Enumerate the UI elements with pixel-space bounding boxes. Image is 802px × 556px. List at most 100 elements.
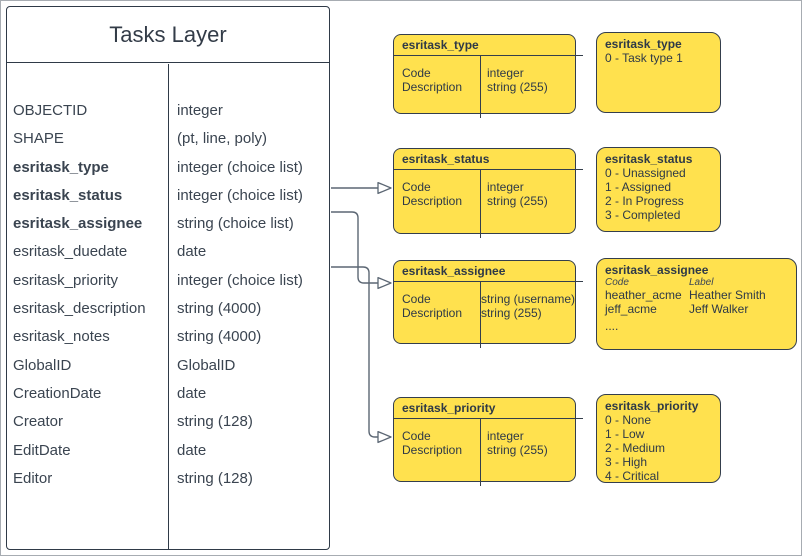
field-type: integer (choice list) bbox=[177, 158, 303, 176]
field-row: esritask_status integer (choice list) bbox=[7, 182, 329, 210]
domain-table-title: esritask_status bbox=[402, 152, 490, 166]
legend-esritask-priority: esritask_priority 0 - None 1 - Low 2 - M… bbox=[596, 394, 721, 483]
field-name: EditDate bbox=[13, 441, 71, 459]
domain-field-type: integer bbox=[487, 429, 524, 443]
tasks-layer-node: Tasks Layer OBJECTID integer SHAPE (pt, li… bbox=[6, 6, 330, 550]
arrowhead-assignee bbox=[377, 276, 392, 290]
domain-table-title: esritask_assignee bbox=[402, 264, 506, 278]
field-name: OBJECTID bbox=[13, 102, 88, 119]
field-type: integer bbox=[177, 102, 223, 119]
header-divider bbox=[393, 281, 583, 282]
domain-field: Description bbox=[402, 442, 463, 457]
legend-title: esritask_priority bbox=[605, 399, 699, 413]
legend-line: 2 - In Progress bbox=[605, 194, 684, 208]
legend-esritask-status: esritask_status 0 - Unassigned 1 - Assig… bbox=[596, 147, 721, 232]
legend-line: 3 - High bbox=[605, 455, 648, 469]
domain-table-title: esritask_type bbox=[402, 38, 479, 52]
field-name: esritask_assignee bbox=[13, 215, 143, 233]
field-row: GlobalID GlobalID bbox=[7, 352, 329, 380]
column-divider bbox=[480, 281, 481, 348]
domain-field-type: string (255) bbox=[487, 193, 548, 208]
field-row: esritask_notes string (4000) bbox=[7, 323, 329, 351]
field-row: esritask_assignee string (choice list) bbox=[7, 210, 329, 238]
connector-priority bbox=[331, 266, 378, 438]
domain-table-title: esritask_priority bbox=[402, 401, 496, 415]
legend-more-indicator: .... bbox=[605, 319, 619, 333]
header-divider bbox=[393, 55, 583, 56]
legend-column-header: Code bbox=[605, 277, 629, 288]
legend-line: 0 - None bbox=[605, 413, 652, 427]
tasks-layer-field-list: OBJECTID integer SHAPE (pt, line, poly) es… bbox=[7, 64, 329, 549]
field-row: Creator string (128) bbox=[7, 408, 329, 436]
field-row: esritask_priority integer (choice list) bbox=[7, 267, 329, 295]
column-divider bbox=[480, 169, 481, 238]
domain-field: Code bbox=[402, 66, 431, 80]
legend-title: esritask_status bbox=[605, 152, 693, 166]
field-name: SHAPE bbox=[13, 130, 64, 148]
field-type: date bbox=[177, 384, 207, 402]
field-row: esritask_type integer (choice list) bbox=[7, 154, 329, 182]
column-divider bbox=[480, 418, 481, 486]
field-type: (pt, line, poly) bbox=[177, 130, 268, 148]
domain-field: Description bbox=[402, 305, 463, 320]
legend-code: jeff_acme bbox=[605, 302, 657, 316]
legend-esritask-type: esritask_type 0 - Task type 1 bbox=[596, 32, 721, 113]
field-type: date bbox=[177, 441, 207, 459]
field-row: SHAPE (pt, line, poly) bbox=[7, 125, 329, 153]
legend-line: 1 - Low bbox=[605, 427, 645, 441]
field-type: GlobalID bbox=[177, 356, 236, 374]
field-type: string (4000) bbox=[177, 328, 262, 346]
legend-label: Heather Smith bbox=[689, 288, 766, 302]
legend-line: 2 - Medium bbox=[605, 441, 666, 455]
domain-field-type: string (255) bbox=[487, 442, 548, 457]
legend-esritask-assignee: esritask_assignee Code Label heather_acm… bbox=[596, 258, 797, 350]
domain-field: Code bbox=[402, 180, 431, 194]
field-name: esritask_type bbox=[13, 158, 109, 176]
field-type: string (4000) bbox=[177, 300, 262, 318]
domain-field-type: integer bbox=[487, 180, 524, 194]
domain-field-type: integer bbox=[487, 66, 524, 80]
legend-label: Jeff Walker bbox=[689, 302, 749, 316]
header-divider bbox=[393, 169, 583, 170]
field-name: esritask_priority bbox=[13, 271, 119, 289]
arrowhead-priority bbox=[377, 430, 392, 444]
field-row: EditDate date bbox=[7, 437, 329, 465]
field-type: string (128) bbox=[177, 469, 253, 487]
domain-field: Description bbox=[402, 193, 463, 208]
field-name: esritask_notes bbox=[13, 328, 110, 346]
field-name: Creator bbox=[13, 413, 64, 431]
field-name: GlobalID bbox=[13, 356, 72, 374]
connector-assignee bbox=[331, 211, 378, 284]
domain-field-type: string (username) bbox=[480, 292, 575, 306]
field-row: Editor string (128) bbox=[7, 465, 329, 493]
legend-title: esritask_assignee bbox=[605, 263, 709, 277]
legend-line: 3 - Completed bbox=[605, 208, 681, 222]
field-row: CreationDate date bbox=[7, 380, 329, 408]
tasks-layer-title: Tasks Layer bbox=[7, 7, 329, 63]
field-name: CreationDate bbox=[13, 384, 102, 402]
arrowhead-status bbox=[377, 181, 392, 195]
field-row: OBJECTID integer bbox=[7, 97, 329, 125]
domain-field: Code bbox=[402, 292, 431, 306]
domain-field-type: string (255) bbox=[487, 79, 548, 94]
field-name: Editor bbox=[13, 469, 53, 487]
legend-line: 0 - Unassigned bbox=[605, 166, 686, 180]
field-type: integer (choice list) bbox=[177, 271, 303, 289]
header-divider bbox=[393, 418, 583, 419]
field-type: string (128) bbox=[177, 413, 253, 431]
field-type: string (choice list) bbox=[177, 215, 294, 233]
column-divider bbox=[168, 64, 169, 549]
legend-line: 1 - Assigned bbox=[605, 180, 672, 194]
legend-title: esritask_type bbox=[605, 37, 682, 51]
domain-field-type: string (255) bbox=[480, 305, 542, 320]
domain-field: Code bbox=[402, 429, 431, 443]
field-name: esritask_status bbox=[13, 186, 123, 204]
field-type: integer (choice list) bbox=[177, 186, 303, 204]
